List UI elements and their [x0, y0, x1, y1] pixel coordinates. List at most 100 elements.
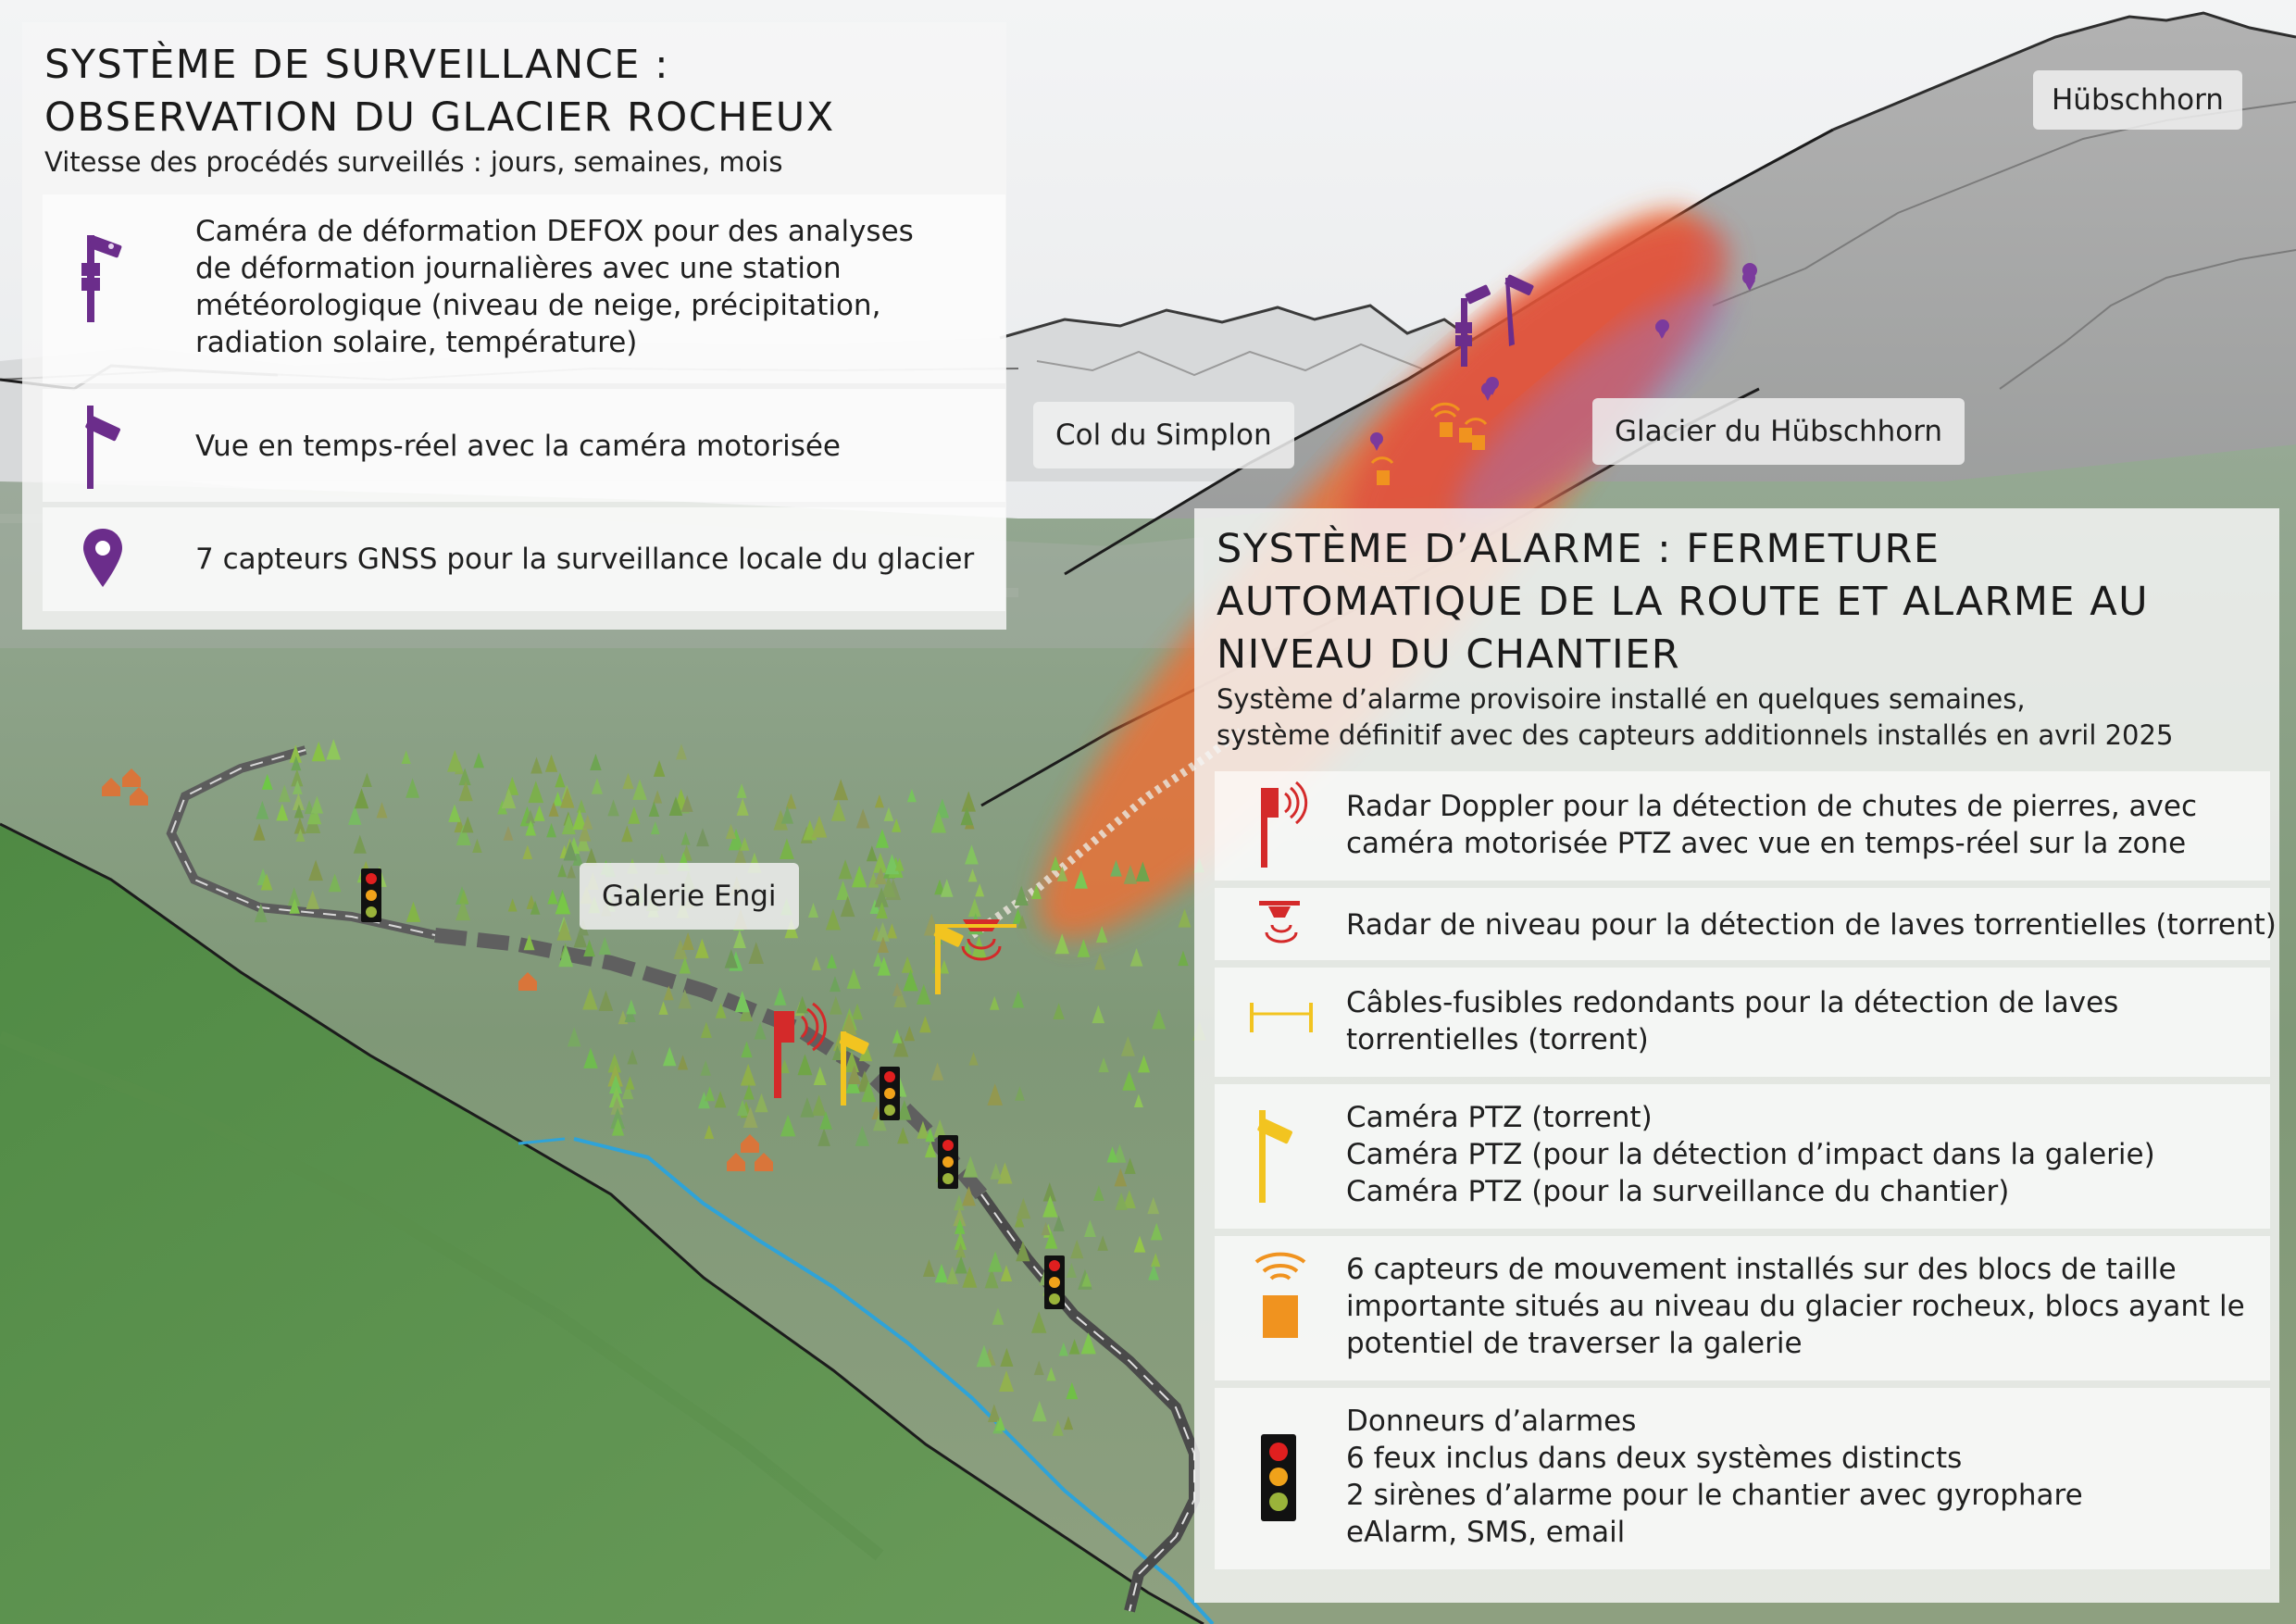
tree [292, 793, 305, 810]
tree [1115, 1192, 1128, 1210]
doppler-radar-icon [1261, 781, 1308, 868]
tree [886, 923, 898, 939]
tree [851, 865, 867, 888]
houses-top-left [102, 768, 148, 806]
tree [678, 989, 693, 1009]
tree [553, 791, 563, 806]
tree [289, 744, 303, 763]
forest [253, 739, 1206, 1436]
motion-sensors-map [1370, 402, 1488, 485]
tree [807, 903, 819, 918]
tree [992, 1307, 1004, 1325]
tree [260, 873, 273, 891]
tree [901, 956, 914, 973]
tree [677, 1055, 689, 1070]
tree [1033, 1360, 1044, 1376]
tree [583, 1047, 598, 1068]
tree [1042, 1182, 1056, 1202]
level-radar-map [937, 919, 1017, 961]
alarm-title-line1: SYSTÈME D’ALARME : FERMETURE [1217, 526, 1940, 572]
tree [1066, 1262, 1078, 1278]
tree [874, 867, 887, 885]
tree [548, 802, 559, 817]
tree [1092, 1185, 1104, 1202]
tree [740, 1063, 756, 1086]
tree [872, 1111, 887, 1131]
tree [1092, 1005, 1105, 1024]
tree [1044, 1230, 1058, 1249]
tree [522, 844, 533, 859]
tree [875, 829, 890, 848]
tree [796, 995, 809, 1014]
tree [800, 1096, 815, 1118]
tree [876, 902, 888, 919]
fuse-cable-line-1: Câbles-fusibles redondants pour la détec… [1346, 986, 2119, 1019]
tree [917, 983, 931, 1005]
tree [733, 846, 747, 865]
tree [455, 824, 471, 845]
tree [1030, 1311, 1047, 1333]
label-hubschhorn: Hübschhorn [2033, 70, 2242, 130]
tree [1000, 1265, 1013, 1281]
level-radar-line-1: Radar de niveau pour la détection de lav… [1346, 908, 2277, 942]
tree [663, 985, 674, 1001]
tree [525, 809, 536, 824]
tree [1012, 990, 1025, 1008]
tree [953, 1207, 967, 1227]
tree [1114, 1168, 1128, 1187]
gnss-sensors-map [1370, 263, 1758, 451]
alarm-subtitle-line1: Système d’alarme provisoire installé en … [1217, 683, 2026, 715]
tree [628, 806, 641, 824]
tree [610, 1107, 625, 1129]
camera-line-1: Vue en temps-réel avec la caméra motoris… [195, 430, 841, 463]
tree [780, 1058, 790, 1074]
tree [1147, 1196, 1160, 1215]
tree [627, 1049, 638, 1065]
traffic-light-map [938, 1135, 958, 1189]
tree [831, 1045, 843, 1061]
tree [1080, 1332, 1096, 1355]
tree [826, 954, 837, 968]
tree [306, 803, 322, 825]
tree [528, 781, 544, 804]
tree [847, 1065, 862, 1084]
tree [780, 838, 794, 860]
alarm-item-fuse-cable: Câbles-fusibles redondants pour la détec… [1215, 968, 2270, 1077]
label-galerie-engi: Galerie Engi [580, 863, 799, 930]
alarm-item-level-radar: Radar de niveau pour la détection de lav… [1215, 888, 2277, 960]
alarm-title-line2: AUTOMATIQUE DE LA ROUTE ET ALARME AU [1217, 579, 2150, 625]
tree [632, 779, 647, 800]
tree [591, 778, 604, 794]
tree [965, 844, 979, 865]
tree [748, 942, 765, 964]
tree [1150, 1222, 1163, 1241]
tree [1014, 885, 1029, 906]
tree [626, 999, 637, 1015]
ptz-camera-map-torrent [933, 924, 964, 994]
tree [736, 783, 747, 798]
tree [326, 739, 342, 760]
tree [584, 847, 598, 867]
tree [1097, 1235, 1108, 1251]
tree [894, 857, 905, 871]
tree [1133, 1235, 1146, 1253]
alarm-item-doppler: Radar Doppler pour la détection de chute… [1215, 771, 2270, 881]
tree [1122, 1190, 1136, 1209]
defox-line-1: Caméra de déformation DEFOX pour des ana… [195, 215, 914, 248]
tree [989, 995, 1000, 1010]
alarm-subtitle-line2: système définitif avec des capteurs addi… [1217, 719, 2174, 751]
tree [893, 988, 907, 1008]
tree [855, 1125, 870, 1146]
alarm-item-ptz: Caméra PTZ (torrent) Caméra PTZ (pour la… [1215, 1084, 2270, 1229]
tree [754, 1021, 767, 1040]
tree [1058, 1342, 1068, 1356]
tree [939, 959, 950, 974]
tree [256, 800, 269, 819]
tree [1152, 1008, 1167, 1030]
tree [817, 1128, 830, 1146]
tree [347, 805, 362, 825]
tree [897, 1127, 909, 1144]
tree [1041, 1221, 1051, 1236]
tree [523, 934, 535, 951]
tree [1081, 1272, 1092, 1287]
